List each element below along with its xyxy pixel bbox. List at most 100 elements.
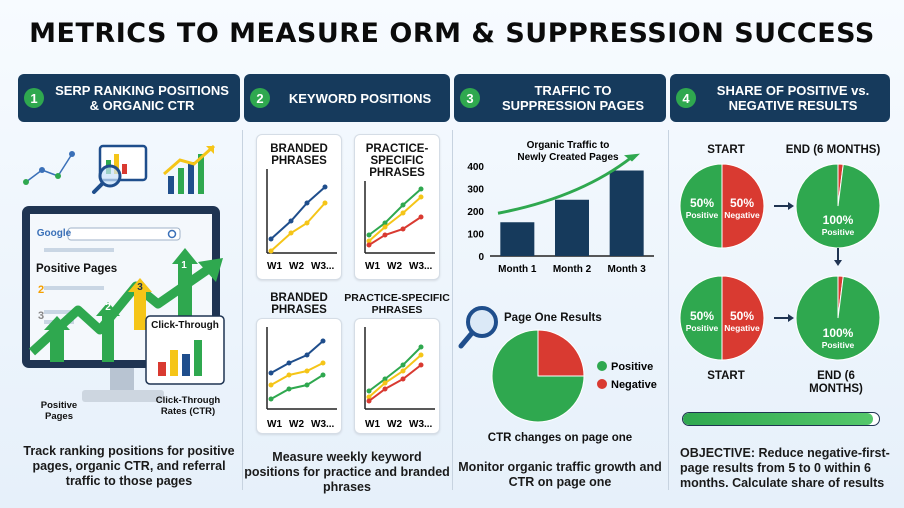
panel-number-badge: 4 [676,88,696,108]
arrow-right-icon [774,314,794,322]
search-brand: Google [36,228,72,239]
pie-slice [795,275,881,361]
legend-swatch [597,361,607,371]
panel-traffic: 3 TRAFFIC TO SUPPRESSION PAGES Organic T… [454,70,666,500]
magnifier-icon [458,306,498,349]
x-tick-label: Month 3 [608,264,647,275]
start-label-bottom: START [707,370,745,382]
line-chart: W1 W2 W3... [266,169,337,272]
chart-title: Organic Traffic to [527,140,610,151]
trend-bars-icon [163,144,216,194]
arrow-down-icon [834,248,842,266]
pie-slice [795,163,881,249]
x-label: W2 [289,261,304,272]
panel-header-text: SHARE OF POSITIVE vs. NEGATIVE RESULTS [716,83,870,113]
panel-header-text: TRAFFIC TO SUPPRESSION PAGES [501,83,645,113]
up-arrow-3 [128,278,152,330]
divider [242,130,243,490]
panel-header: 2 KEYWORD POSITIONS [244,74,450,122]
y-tick-label: 400 [467,162,484,173]
rank-number-2: 2 [37,284,45,296]
progress-bar [682,412,880,426]
rank-number-3: 3 [37,310,45,322]
legend-label: Positive [611,361,653,373]
x-label: W2 [289,419,304,430]
ctr-caption: CTR changes on page one [487,432,633,444]
pie-label-positive: 100%Positive [821,213,855,237]
line-chart: W1 W2 W3... [266,327,337,430]
growth-arrow [497,155,633,215]
keyword-card-practice-2: W1 W2 W3... [354,318,440,434]
positive-pages-label: Positive Pages [36,263,118,275]
pie-label-positive: 100%Positive [821,326,855,350]
panel-number-badge: 3 [460,88,480,108]
pie-slice [721,163,765,249]
x-label: W2 [387,261,402,272]
panel-description: Track ranking positions for positive pag… [23,444,235,488]
card-title: BRANDED PHRASES [270,292,328,316]
arrow-number-1: 1 [181,260,187,271]
panel-description: Measure weekly keyword positions for pra… [244,450,450,494]
network-icon [23,151,75,185]
y-tick-label: 300 [467,185,484,196]
y-tick-label: 200 [467,207,484,218]
page-one-title: Page One Results [504,312,602,324]
x-label: W2 [387,419,402,430]
end-label-bottom: END (6 MONTHS) [809,370,863,395]
up-arrow-1 [172,248,198,320]
divider [668,130,669,490]
panel-header-text: SERP RANKING POSITIONS & ORGANIC CTR [55,83,229,113]
pie-slice [721,275,765,361]
panel-serp-ranking: 1 SERP RANKING POSITIONS & ORGANIC CTR [18,70,240,500]
pie-slice [679,275,723,361]
page-title: METRICS TO MEASURE ORM & SUPPRESSION SUC… [29,18,875,49]
panel-description: Monitor organic traffic growth and CTR o… [458,460,662,489]
up-arrow-positive [44,316,70,362]
bar [555,199,589,256]
traffic-bar-chart: Organic Traffic to Newly Created Pages 0… [467,140,654,275]
panel-description: OBJECTIVE: Reduce negative-first-page re… [680,446,890,490]
card-title: BRANDED PHRASES [270,143,328,167]
bar [609,170,644,256]
divider [452,130,453,490]
card-title: PRACTICE-SPECIFIC PHRASES [344,292,450,316]
keyword-card-branded: BRANDED PHRASES W1 W2 W3... [256,134,342,280]
click-through-label: Click-Through [151,320,219,331]
pie-label-positive: 50%Positive [685,309,719,333]
progress-fill [683,413,874,425]
pie-label-negative: 50%Negative [724,196,760,220]
start-label: START [707,144,745,156]
panel-keyword-positions: 2 KEYWORD POSITIONS BRANDED PHRASES W1 W… [244,70,450,500]
arrow-number-2: 2 [105,302,111,313]
monitor-icon [22,206,225,402]
pie-slice [537,329,585,377]
x-label: W3... [409,419,433,430]
panel-number-badge: 2 [250,88,270,108]
legend-label: Negative [611,379,657,391]
end-label: END (6 MONTHS) [785,144,881,156]
x-tick-label: Month 2 [553,264,592,275]
pie-slice [679,163,723,249]
arrow-number-3: 3 [137,282,143,293]
bar [500,222,535,256]
magnifier-chart-icon [92,144,148,194]
panel-header: 3 TRAFFIC TO SUPPRESSION PAGES [454,74,666,122]
line-chart: W1 W2 W3... [364,327,435,430]
panel-share: 4 SHARE OF POSITIVE vs. NEGATIVE RESULTS… [670,70,890,500]
chart-title: Newly Created Pages [517,152,619,163]
panel-header: 1 SERP RANKING POSITIONS & ORGANIC CTR [18,74,240,122]
pie-label-negative: 50%Negative [724,309,760,333]
panel-number-badge: 1 [24,88,44,108]
arrow-right-icon [774,202,794,210]
line-chart: W1 W2 W3... [364,181,435,272]
share-pies [679,163,881,361]
keyword-card-practice: PRACTICE-SPECIFIC PHRASES W1 W2 W3... [354,134,440,280]
x-tick-label: Month 1 [498,264,537,275]
x-label: W1 [267,419,282,430]
x-label: W1 [365,419,380,430]
x-label: W3... [311,419,335,430]
y-tick-label: 100 [467,230,484,241]
x-label: W1 [267,261,282,272]
panel-header-text: KEYWORD POSITIONS [288,90,432,106]
